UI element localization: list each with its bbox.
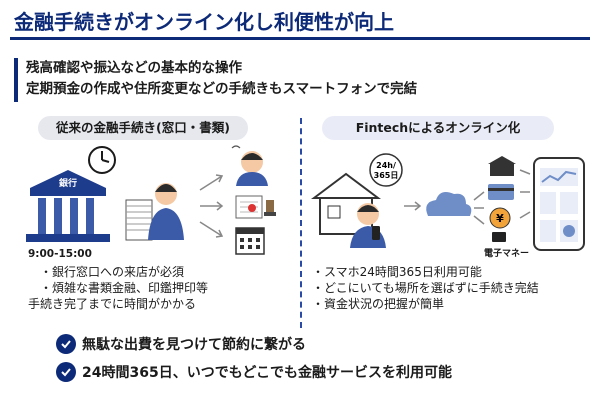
fintech-bullets: スマホ24時間365日利用可能 どこにいても場所を選ばずに手続き完結 資金状況の… — [312, 264, 539, 312]
badge-24h: 24h/ — [376, 161, 396, 170]
cloud-icon — [426, 192, 472, 216]
traditional-bullets: 銀行窓口への来店が必須 煩雑な書類金融、印鑑押印等 手続き完了までに時間がかかる — [28, 264, 208, 312]
arrow-to-cloud — [404, 201, 422, 211]
lead-line-2: 定期預金の作成や住所変更などの手続きもスマートフォンで完結 — [26, 81, 418, 97]
yen-coin-icon: ¥ — [489, 207, 511, 229]
benefit-text-1: 無駄な出費を見つけて節約に繋がる — [82, 337, 306, 353]
fintech-bullet-1: スマホ24時間365日利用可能 — [312, 264, 539, 280]
emoney-label: 電子マネー — [484, 249, 530, 259]
clock-icon — [88, 146, 116, 174]
traditional-bullet-2: 煩雑な書類金融、印鑑押印等 — [40, 280, 208, 296]
arrows-to-services — [473, 191, 485, 225]
credit-card-icon — [488, 184, 514, 200]
bank-sign: 銀行 — [59, 177, 77, 189]
page-title: 金融手続きがオンライン化し利便性が向上 — [10, 6, 590, 40]
illustration-canvas: 銀行 — [26, 145, 585, 255]
clerk-with-documents-icon — [125, 183, 184, 241]
fintech-bullet-3: 資金状況の把握が簡単 — [312, 296, 539, 312]
calendar-icon — [235, 227, 265, 255]
benefit-item: 無駄な出費を見つけて節約に繋がる — [56, 330, 452, 358]
yen-symbol: ¥ — [496, 212, 504, 225]
24h-365-badge-icon: 24h/ 365日 — [369, 153, 403, 187]
process-arrows — [199, 174, 224, 238]
bank-building-icon: 銀行 — [26, 170, 110, 242]
smartphone-user-icon — [350, 203, 386, 248]
traditional-heading: 従来の金融手続き(窓口・書類) — [38, 116, 248, 140]
badge-365: 365日 — [374, 171, 399, 180]
dashboard-smartphone-icon — [533, 157, 585, 251]
lead-summary: 残高確認や振込などの基本的な操作 定期預金の作成や住所変更などの手続きもスマート… — [14, 58, 586, 102]
lead-line-1: 残高確認や振込などの基本的な操作 — [26, 60, 242, 76]
emoney-phone-icon — [492, 232, 506, 242]
arrows-to-dashboard — [519, 169, 531, 219]
business-hours-label: 9:00-15:00 — [28, 248, 92, 260]
check-icon — [56, 362, 76, 382]
bank-small-icon — [488, 156, 516, 176]
fintech-bullet-2: どこにいても場所を選ばずに手続き完結 — [312, 280, 539, 296]
traditional-bullet-1: 銀行窓口への来店が必須 — [40, 264, 208, 280]
check-icon — [56, 334, 76, 354]
benefit-item: 24時間365日、いつでもどこでも金融サービスを利用可能 — [56, 358, 452, 386]
section-divider — [300, 118, 302, 328]
benefit-text-2: 24時間365日、いつでもどこでも金融サービスを利用可能 — [82, 365, 453, 381]
benefits-list: 無駄な出費を見つけて節約に繋がる 24時間365日、いつでもどこでも金融サービス… — [56, 330, 452, 386]
confused-customer-icon — [231, 145, 268, 186]
traditional-bullet-continuation: 手続き完了までに時間がかかる — [28, 297, 197, 311]
fintech-heading: Fintechによるオンライン化 — [322, 116, 554, 140]
document-stamp-icon — [235, 195, 276, 219]
